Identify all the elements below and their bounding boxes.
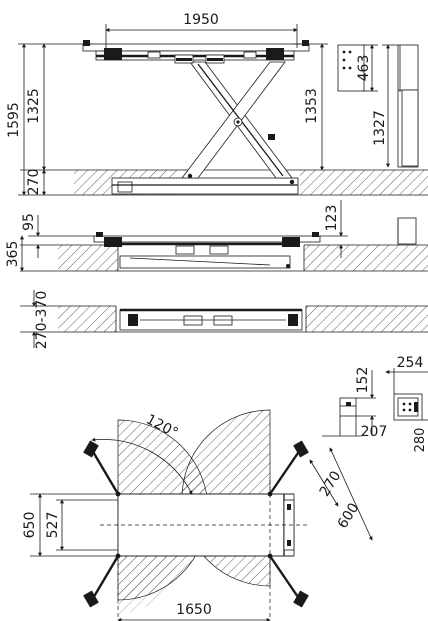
dim-plan-inner: 527 xyxy=(45,512,61,539)
dim-console-height: 1327 xyxy=(372,110,388,146)
dim-plan-length: 1650 xyxy=(176,602,212,618)
dim-low-height: 95 xyxy=(21,213,37,231)
dim-pit-depth: 270-370 xyxy=(34,291,50,350)
dim-unit-height: 152 xyxy=(355,367,371,394)
dim-height-max: 1595 xyxy=(6,102,22,138)
pit-section-view: 270-370 xyxy=(20,290,428,349)
raised-elevation-view: 1950 1595 1325 270 1353 463 xyxy=(6,12,428,196)
dim-top-width: 1950 xyxy=(183,12,219,28)
raised-platform xyxy=(82,40,310,64)
dim-base-height: 270 xyxy=(26,169,42,196)
ground-hatch xyxy=(58,306,116,332)
control-console xyxy=(337,44,419,168)
plan-view: 120° 270 600 xyxy=(22,409,373,621)
dim-console-width: 463 xyxy=(356,55,372,82)
ground-hatch xyxy=(304,245,428,271)
dim-low-offset: 123 xyxy=(324,205,340,232)
control-unit-detail: 152 207 254 280 xyxy=(322,355,428,452)
ground-hatch xyxy=(58,245,118,271)
dim-arm-reach-short: 270 xyxy=(317,468,345,499)
dim-height-platform: 1325 xyxy=(26,88,42,124)
dim-low-total: 365 xyxy=(5,241,21,268)
base-frame xyxy=(111,177,299,195)
dim-unit-width: 254 xyxy=(397,355,424,371)
dim-unit-depth: 207 xyxy=(361,424,388,440)
dim-plan-width: 650 xyxy=(22,512,38,539)
ground-hatch xyxy=(300,170,428,195)
dim-right-height: 1353 xyxy=(304,88,320,124)
lowered-elevation-view: 95 365 123 xyxy=(5,200,428,272)
scissor-arms xyxy=(181,61,295,185)
ground-hatch xyxy=(306,306,428,332)
dim-arm-reach-long: 600 xyxy=(335,500,363,531)
dim-unit-side: 280 xyxy=(413,428,428,453)
lift-arms xyxy=(83,440,309,608)
